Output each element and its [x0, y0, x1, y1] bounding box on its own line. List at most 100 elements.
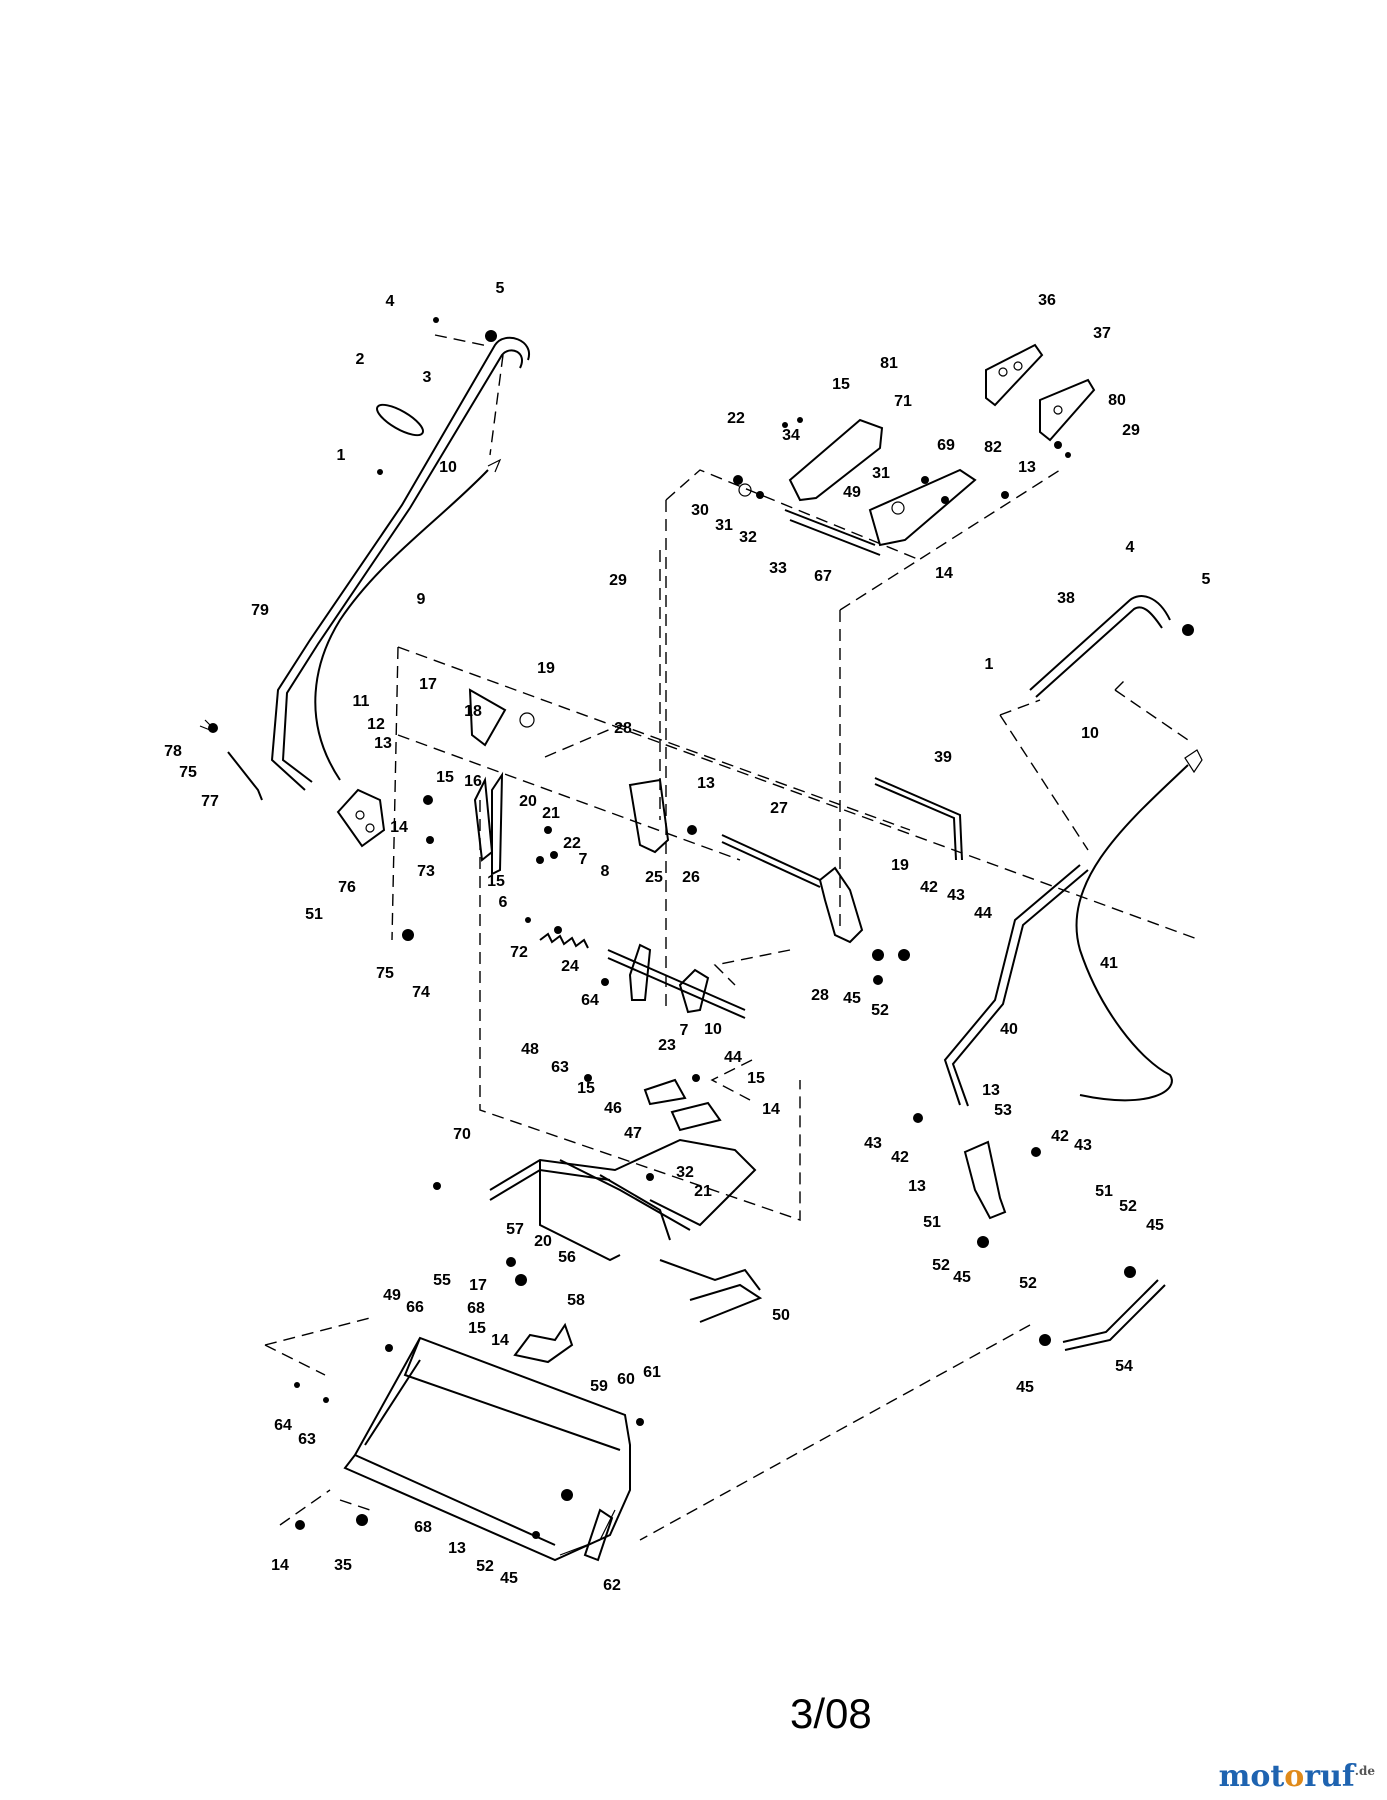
callout-c127: 45 — [500, 1570, 518, 1587]
callout-c61: 40 — [1000, 1021, 1018, 1038]
callout-c76: 31 — [872, 465, 890, 482]
callout-c79: 31 — [715, 517, 733, 534]
callout-c41: 23 — [658, 1037, 676, 1054]
callout-c48: 44 — [724, 1049, 742, 1066]
callout-c59: 44 — [974, 905, 992, 922]
callout-c65: 5 — [1202, 571, 1211, 588]
callout-c118: 14 — [491, 1332, 509, 1349]
callout-c43: 10 — [704, 1021, 722, 1038]
callout-c110: 56 — [558, 1249, 576, 1266]
callout-c125: 13 — [448, 1540, 466, 1557]
callout-c47: 15 — [577, 1080, 595, 1097]
left-handle — [270, 330, 531, 791]
callout-c1: 4 — [386, 293, 395, 310]
callout-c103: 45 — [1016, 1379, 1034, 1396]
callout-c128: 62 — [603, 1577, 621, 1594]
callout-c14: 13 — [374, 735, 392, 752]
callout-c82: 67 — [814, 568, 832, 585]
callout-c30: 6 — [499, 894, 508, 911]
callout-c34: 28 — [614, 720, 632, 737]
callout-c115: 49 — [383, 1287, 401, 1304]
callout-c45: 48 — [521, 1041, 539, 1058]
callout-c16: 75 — [179, 764, 197, 781]
upper-shaft-assembly — [738, 418, 977, 556]
callout-c69: 81 — [880, 355, 898, 372]
callout-c54: 45 — [843, 990, 861, 1007]
callout-c7: 9 — [417, 591, 426, 608]
plate-36 — [985, 343, 1044, 407]
callout-c78: 30 — [691, 502, 709, 519]
hardware — [208, 317, 1136, 1539]
callout-c52: 47 — [624, 1125, 642, 1142]
callout-c24: 73 — [417, 863, 435, 880]
bracket-46 — [643, 1078, 687, 1106]
bucket — [343, 1336, 631, 1562]
callout-c72: 34 — [782, 427, 800, 444]
callout-c4: 3 — [423, 369, 432, 386]
callout-c22: 22 — [563, 835, 581, 852]
callout-c114: 58 — [567, 1292, 585, 1309]
callout-c31: 72 — [510, 944, 528, 961]
callout-c23: 14 — [390, 819, 408, 836]
callout-c29: 8 — [601, 863, 610, 880]
callout-c66: 1 — [985, 656, 994, 673]
callout-c64: 4 — [1126, 539, 1135, 556]
callout-c26: 76 — [338, 879, 356, 896]
center-lever — [607, 943, 746, 1019]
callout-c27: 51 — [305, 906, 323, 923]
callout-c117: 15 — [468, 1320, 486, 1337]
callout-c49: 15 — [747, 1070, 765, 1087]
callout-c25: 15 — [487, 873, 505, 890]
callout-c17: 77 — [201, 793, 219, 810]
callout-c55: 52 — [871, 1002, 889, 1019]
callout-c71: 22 — [727, 410, 745, 427]
callout-c126: 52 — [476, 1558, 494, 1575]
right-bracket — [963, 1140, 1007, 1220]
left-cable — [314, 458, 502, 781]
bracket-58 — [513, 1322, 574, 1364]
callout-c42: 7 — [680, 1022, 689, 1039]
callout-c73: 69 — [937, 437, 955, 454]
callout-c35: 13 — [697, 775, 715, 792]
callout-c13: 12 — [367, 716, 385, 733]
callout-c3: 2 — [356, 351, 365, 368]
callout-c39: 26 — [682, 869, 700, 886]
callout-c63: 38 — [1057, 590, 1075, 607]
callout-c108: 57 — [506, 1221, 524, 1238]
callout-c19: 16 — [464, 773, 482, 790]
watermark-part3: ruf — [1304, 1759, 1355, 1794]
page-number: 3/08 — [790, 1690, 872, 1737]
callout-c83: 14 — [935, 565, 953, 582]
callout-c28: 7 — [579, 851, 588, 868]
callout-c106: 21 — [694, 1183, 712, 1200]
callout-c121: 59 — [590, 1378, 608, 1395]
callout-c95: 51 — [1095, 1183, 1113, 1200]
rod-54 — [1062, 1279, 1166, 1351]
watermark-part1: mot — [1218, 1759, 1285, 1794]
callout-c18: 15 — [436, 769, 454, 786]
callout-c68: 15 — [832, 376, 850, 393]
callout-c9: 17 — [419, 676, 437, 693]
callout-c105: 32 — [676, 1164, 694, 1181]
callout-c60: 39 — [934, 749, 952, 766]
callout-c21: 21 — [542, 805, 560, 822]
callout-c51: 14 — [762, 1101, 780, 1118]
callout-c90: 42 — [1051, 1128, 1069, 1145]
callout-c74: 82 — [984, 439, 1002, 456]
callout-c62: 41 — [1100, 955, 1118, 972]
callout-c5: 1 — [337, 447, 346, 464]
callout-c122: 60 — [617, 1371, 635, 1388]
callout-c84: 36 — [1038, 292, 1056, 309]
callout-c111: 55 — [433, 1272, 451, 1289]
cable-tie — [376, 403, 424, 437]
callout-c89: 53 — [994, 1102, 1012, 1119]
rod-39 — [874, 777, 963, 861]
callout-c20: 20 — [519, 793, 537, 810]
center-shaft — [628, 778, 864, 944]
callout-c94: 13 — [908, 1178, 926, 1195]
callout-c113: 68 — [467, 1300, 485, 1317]
callout-c2: 5 — [496, 280, 505, 297]
watermark-logo: motoruf.de — [1219, 1759, 1375, 1794]
callout-c81: 33 — [769, 560, 787, 577]
